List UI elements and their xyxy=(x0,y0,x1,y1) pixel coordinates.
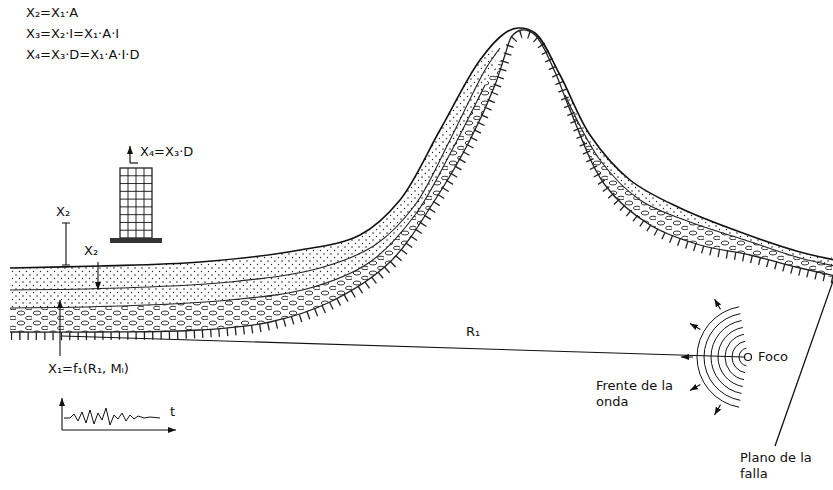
ground-surface xyxy=(10,28,833,268)
layer-boundary xyxy=(10,48,500,290)
fault-plane xyxy=(775,247,833,446)
seismogram-trace xyxy=(64,408,160,425)
seismogram-axis xyxy=(62,429,176,430)
focus-point xyxy=(745,354,752,361)
response-arrow xyxy=(129,146,130,163)
sand-layer xyxy=(10,48,500,308)
amplitude-label: X₂ xyxy=(56,204,70,220)
sand-layer xyxy=(10,48,500,290)
amplitude-label: X₂ xyxy=(84,243,98,259)
rock-hatch xyxy=(11,34,833,336)
layer-boundary xyxy=(10,85,485,308)
distance-label: R₁ xyxy=(466,324,480,340)
building-grid xyxy=(120,168,152,238)
foundation xyxy=(110,238,162,243)
wave-front-label: Frente de la onda xyxy=(596,378,676,410)
fault-label: Plano de la falla xyxy=(740,450,820,482)
seismogram-axis xyxy=(61,398,62,430)
formula: X₃=X₂·I=X₁·A·I xyxy=(26,26,119,42)
response-label: X₄=X₃·D xyxy=(140,144,193,160)
gravel-layer xyxy=(565,95,833,279)
wave-ray xyxy=(715,405,721,415)
wave-fronts xyxy=(697,307,746,407)
wave-ray xyxy=(690,324,700,330)
formula: X₄=X₃·D=X₁·A·I·D xyxy=(26,47,139,63)
amplitude-mark xyxy=(62,223,70,265)
ray-path xyxy=(62,336,744,357)
wave-ray xyxy=(715,299,721,309)
wave-ray xyxy=(681,356,693,357)
amplitude-label: X₁=f₁(R₁, Mₗ) xyxy=(48,361,129,377)
rock-boundary xyxy=(10,30,833,332)
wave-ray xyxy=(690,385,700,391)
formula: X₂=X₁·A xyxy=(26,5,78,21)
amplitude-arrow xyxy=(97,262,98,290)
focus-label: Foco xyxy=(756,349,790,365)
gravel-layer xyxy=(10,55,505,332)
response-axis xyxy=(130,162,138,163)
layer-boundary xyxy=(565,95,833,268)
building xyxy=(120,168,152,238)
amplitude-arrow xyxy=(59,300,60,356)
axis-label: t xyxy=(170,404,175,420)
